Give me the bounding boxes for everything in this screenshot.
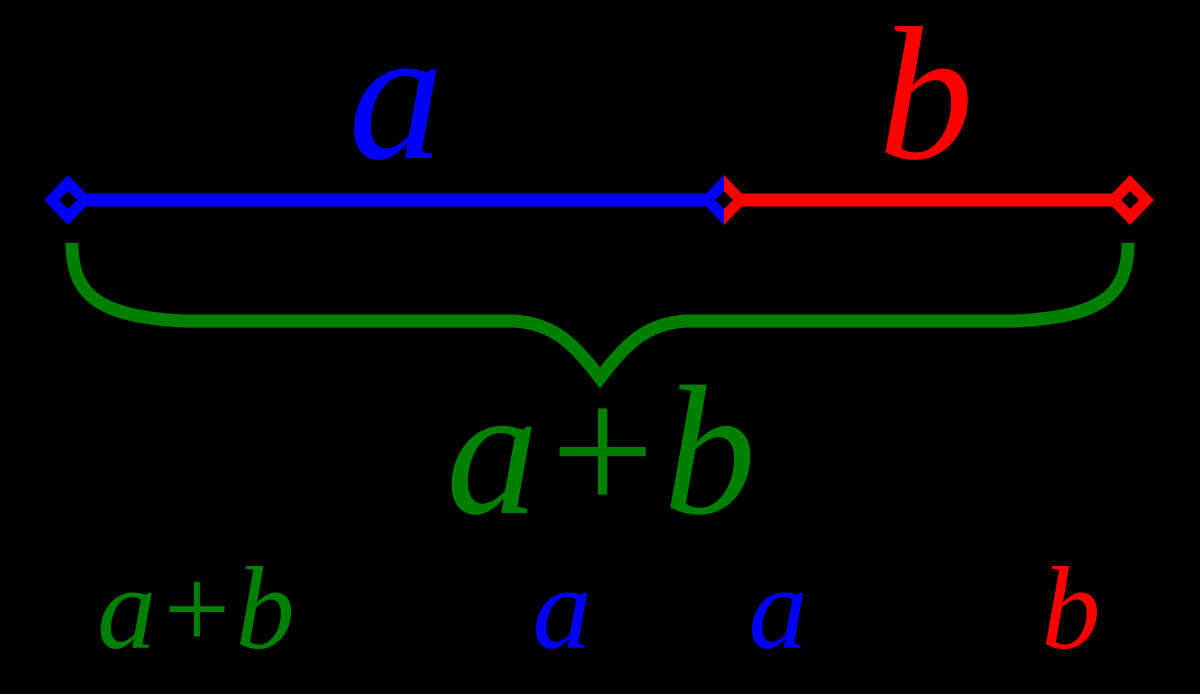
equation-term-b: b (1042, 543, 1101, 674)
sum-label: a+b (446, 349, 756, 554)
segment-a-label: a (349, 0, 444, 200)
midpoint-diamond-right-half (724, 175, 748, 225)
equation-term-a-2: a (749, 543, 808, 674)
midpoint-diamond-left-half (700, 175, 724, 225)
endpoint-diamond-right-hole (1121, 191, 1139, 209)
equation-term-a-plus-b: a+b (97, 543, 295, 674)
endpoint-diamond-left-hole (59, 191, 77, 209)
segment-b-label: b (879, 0, 974, 200)
sum-brace (65, 242, 1135, 389)
equation-term-a-1: a (533, 543, 592, 674)
midpoint-diamond-hole (715, 191, 733, 209)
